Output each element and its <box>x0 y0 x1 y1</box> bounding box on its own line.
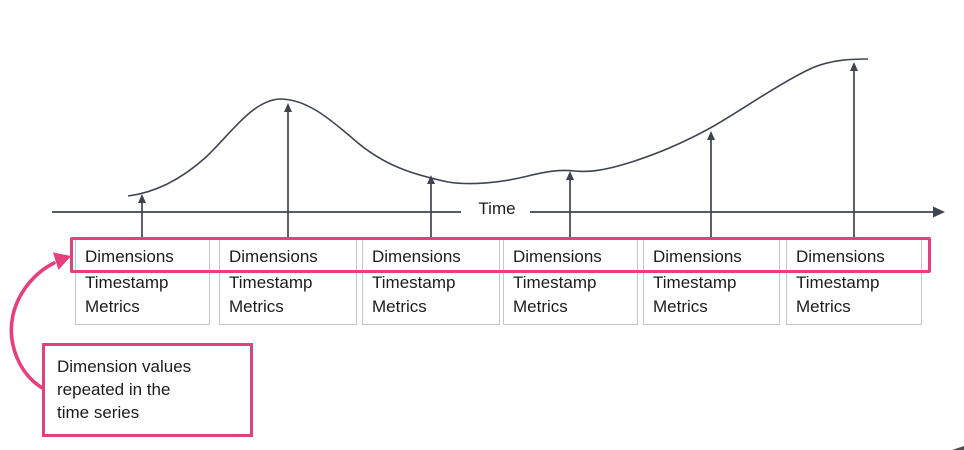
record-box: Dimensions Timestamp Metrics <box>75 237 210 325</box>
record-field-timestamp: Timestamp <box>85 273 169 292</box>
time-axis-label: Time <box>478 199 516 218</box>
up-arrowhead-icon <box>284 103 292 112</box>
value-arrows <box>138 62 858 238</box>
record-field-metrics: Metrics <box>796 297 851 316</box>
record-field-timestamp: Timestamp <box>653 273 737 292</box>
callout-text-line: Dimension values <box>57 357 192 376</box>
record-field-dimensions: Dimensions <box>796 247 885 266</box>
record-field-dimensions: Dimensions <box>85 247 174 266</box>
callout-text-line: repeated in the <box>57 380 171 399</box>
axis-arrowhead-icon <box>933 206 945 218</box>
record-field-metrics: Metrics <box>653 297 708 316</box>
record-field-metrics: Metrics <box>372 297 427 316</box>
bottom-right-artifact <box>952 446 964 450</box>
record-field-timestamp: Timestamp <box>796 273 880 292</box>
up-arrowhead-icon <box>850 62 858 71</box>
record-box: Dimensions Timestamp Metrics <box>786 237 922 325</box>
dimensions-highlight-frame <box>70 237 931 273</box>
record-field-timestamp: Timestamp <box>229 273 313 292</box>
up-arrowhead-icon <box>138 194 146 203</box>
record-field-dimensions: Dimensions <box>513 247 602 266</box>
record-field-metrics: Metrics <box>229 297 284 316</box>
record-box: Dimensions Timestamp Metrics <box>219 237 357 325</box>
record-box: Dimensions Timestamp Metrics <box>643 237 780 325</box>
record-field-metrics: Metrics <box>85 297 140 316</box>
time-series-curve <box>127 58 869 197</box>
record-field-timestamp: Timestamp <box>513 273 597 292</box>
record-field-timestamp: Timestamp <box>372 273 456 292</box>
up-arrowhead-icon <box>566 171 574 180</box>
record-field-dimensions: Dimensions <box>372 247 461 266</box>
callout-box: Dimension values repeated in the time se… <box>42 343 253 437</box>
record-field-dimensions: Dimensions <box>229 247 318 266</box>
up-arrowhead-icon <box>427 175 435 184</box>
record-field-dimensions: Dimensions <box>653 247 742 266</box>
record-field-metrics: Metrics <box>513 297 568 316</box>
up-arrowhead-icon <box>707 131 715 140</box>
record-box: Dimensions Timestamp Metrics <box>503 237 638 325</box>
callout-text-line: time series <box>57 403 140 422</box>
